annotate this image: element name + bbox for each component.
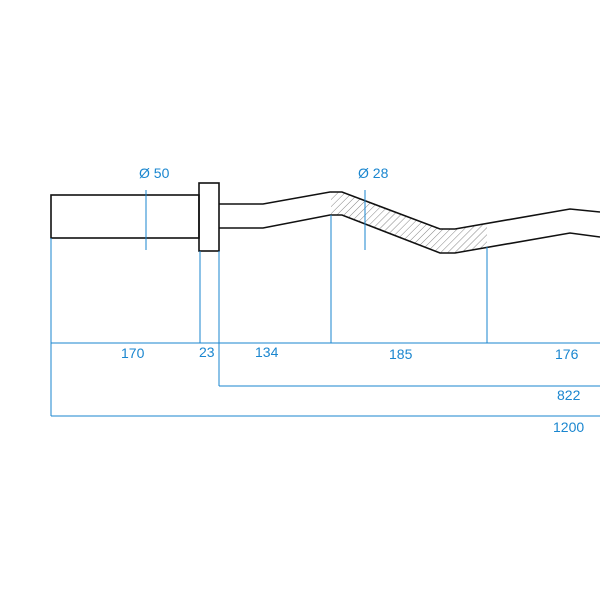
dim-straight-label: 134 (255, 344, 279, 360)
dim-sleeve-label: 170 (121, 345, 145, 361)
dim-collar-label: 23 (199, 344, 215, 360)
bar-top-edge (219, 191, 600, 230)
grip-diameter-label: Ø 28 (358, 165, 389, 181)
collar (198, 182, 220, 252)
grip-hatched-area (331, 192, 487, 253)
dim-total-length-label: 1200 (553, 419, 584, 435)
sleeve (50, 194, 200, 239)
dim-second-section-label: 176 (555, 346, 579, 362)
bar-bottom-edge (219, 214, 600, 254)
sleeve-diameter-label: Ø 50 (139, 165, 170, 181)
dim-inner-length-label: 822 (557, 387, 581, 403)
dim-grip-label: 185 (389, 346, 413, 362)
